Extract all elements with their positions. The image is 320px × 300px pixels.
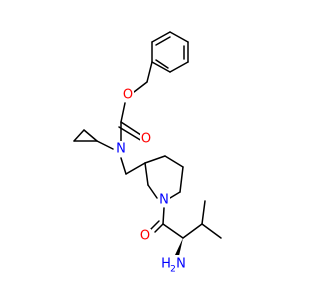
- bond-pip-6: [144, 162, 149, 186]
- atom-label-n-piperidine: N: [159, 193, 169, 208]
- bond-oester-to-carbonyl: [120, 102, 126, 123]
- bond-ch2-to-piperidine: [125, 162, 146, 175]
- bond-n-to-cyclopropyl: [96, 140, 114, 150]
- atom-carbamate-nitrogen: N: [115, 141, 127, 157]
- benzene-ring: [151, 31, 189, 73]
- atom-carbamate-carbonyl-oxygen: O: [140, 132, 152, 147]
- atom-label-h: H: [161, 257, 171, 272]
- bond-pip-1: [144, 155, 166, 164]
- bond-n-to-amide-c: [162, 207, 165, 225]
- bond-carbonyl-to-o-double: [118, 126, 143, 142]
- atom-amine-nh2: H 2 N: [161, 255, 186, 275]
- bond-benzene-4: [169, 61, 189, 73]
- bond-amide-c-to-o-double: [150, 220, 160, 230]
- bond-pip-2: [164, 155, 184, 168]
- bond-amide-c-to-alpha: [162, 223, 184, 239]
- atom-label-n-carbamate: N: [116, 142, 126, 157]
- bond-benzene-inner-1: [155, 36, 171, 46]
- bond-alpha-to-isopropyl: [182, 223, 203, 239]
- stereo-wedge-bond: [175, 238, 183, 256]
- bond-pip-5: [147, 184, 158, 199]
- molecule-structure-diagram: O O N N O H 2 N: [73, 31, 222, 275]
- bond-cyclopropyl-2: [73, 129, 85, 142]
- piperidine-ring: [144, 155, 184, 199]
- atom-label-h-subscript: 2: [170, 265, 176, 275]
- atom-ester-oxygen: O: [122, 88, 134, 103]
- bond-n-to-ch2: [120, 157, 127, 175]
- atom-label-o-ester: O: [123, 88, 133, 103]
- atom-piperidine-nitrogen: N: [158, 192, 170, 208]
- bond-benzene-2: [169, 31, 189, 43]
- atom-label-n-amine: N: [176, 257, 186, 272]
- bond-benzene-5: [151, 61, 171, 73]
- atom-amide-oxygen: O: [139, 229, 151, 244]
- atom-label-o-amide: O: [140, 229, 150, 244]
- bond-ring-to-ch2: [146, 61, 153, 83]
- bond-cyclopropyl-1: [83, 129, 98, 142]
- atom-label-o-carbamate: O: [141, 132, 151, 147]
- bond-benzene-inner-3: [155, 59, 169, 69]
- bond-pip-3: [179, 166, 184, 193]
- bond-isopropyl-methyl-2: [201, 223, 222, 239]
- bond-pip-4: [169, 191, 181, 199]
- bond-ch2-to-oester: [133, 81, 148, 93]
- bond-benzene-1: [151, 31, 171, 43]
- bond-amide-c-to-o: [154, 223, 164, 233]
- bond-isopropyl-methyl-1: [201, 200, 206, 225]
